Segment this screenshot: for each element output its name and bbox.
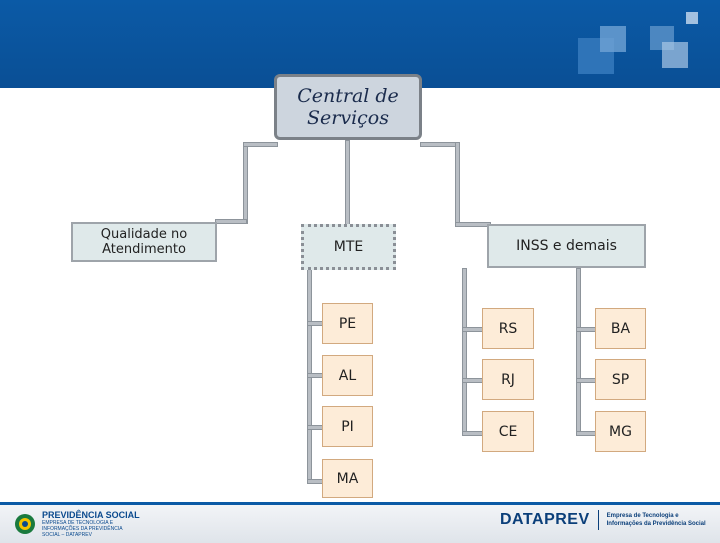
city-box: PE: [322, 303, 373, 344]
city-label: SP: [611, 371, 630, 388]
inss-box: INSS e demais: [487, 224, 646, 268]
qualidade-line-1: Qualidade no: [100, 227, 188, 242]
city-label: RS: [498, 320, 518, 337]
connector-line: [215, 219, 247, 224]
city-label: MG: [609, 423, 632, 440]
previdencia-logo: PREVIDÊNCIA SOCIAL EMPRESA DE TECNOLOGIA…: [14, 510, 140, 538]
city-label: AL: [338, 367, 357, 384]
central-line-1: Central de: [297, 85, 399, 107]
city-box: AL: [322, 355, 373, 396]
qualidade-line-2: Atendimento: [102, 242, 186, 257]
dataprev-description: Empresa de Tecnologia e Informações da P…: [606, 513, 706, 527]
city-label: BA: [610, 320, 631, 337]
connector-line: [462, 268, 467, 436]
connector-line: [462, 378, 484, 383]
header-banner: [0, 0, 720, 88]
city-label: PI: [341, 418, 354, 435]
city-box: RS: [482, 308, 534, 349]
dataprev-logo: DATAPREV Empresa de Tecnologia e Informa…: [500, 510, 707, 530]
connector-line: [576, 268, 581, 436]
connector-line: [576, 378, 597, 383]
previdencia-subtitle: EMPRESA DE TECNOLOGIA E INFORMAÇÕES DA P…: [42, 520, 123, 538]
central-servicos-box: Central de Serviços: [274, 74, 422, 140]
central-line-2: Serviços: [307, 107, 389, 129]
city-box: PI: [322, 406, 373, 447]
connector-line: [455, 222, 491, 227]
city-box: BA: [595, 308, 646, 349]
connector-line: [462, 431, 484, 436]
city-box: MA: [322, 459, 373, 498]
connector-line: [455, 142, 460, 226]
connector-line: [576, 327, 597, 332]
city-label: MA: [336, 470, 359, 487]
connector-line: [243, 142, 248, 224]
dataprev-separator: [597, 510, 599, 530]
city-box: RJ: [482, 359, 534, 400]
mte-box: MTE: [301, 224, 396, 270]
qualidade-atendimento-box: Qualidade no Atendimento: [71, 222, 217, 262]
inss-label: INSS e demais: [516, 238, 617, 254]
connector-line: [576, 431, 597, 436]
dataprev-name: DATAPREV: [500, 511, 590, 528]
city-label: PE: [338, 315, 357, 332]
city-box: CE: [482, 411, 534, 452]
previdencia-emblem-icon: [15, 514, 35, 534]
connector-line: [243, 142, 278, 147]
city-label: RJ: [501, 371, 515, 388]
previdencia-title: PREVIDÊNCIA SOCIAL: [42, 510, 140, 520]
connector-line: [462, 327, 484, 332]
decorative-square: [600, 26, 626, 52]
city-label: CE: [498, 423, 518, 440]
connector-line: [420, 142, 459, 147]
decorative-square: [686, 12, 698, 24]
city-box: SP: [595, 359, 646, 400]
mte-label: MTE: [333, 239, 364, 255]
footer-bar: [0, 502, 720, 543]
decorative-square: [662, 42, 688, 68]
connector-line: [345, 140, 350, 234]
city-box: MG: [595, 411, 646, 452]
